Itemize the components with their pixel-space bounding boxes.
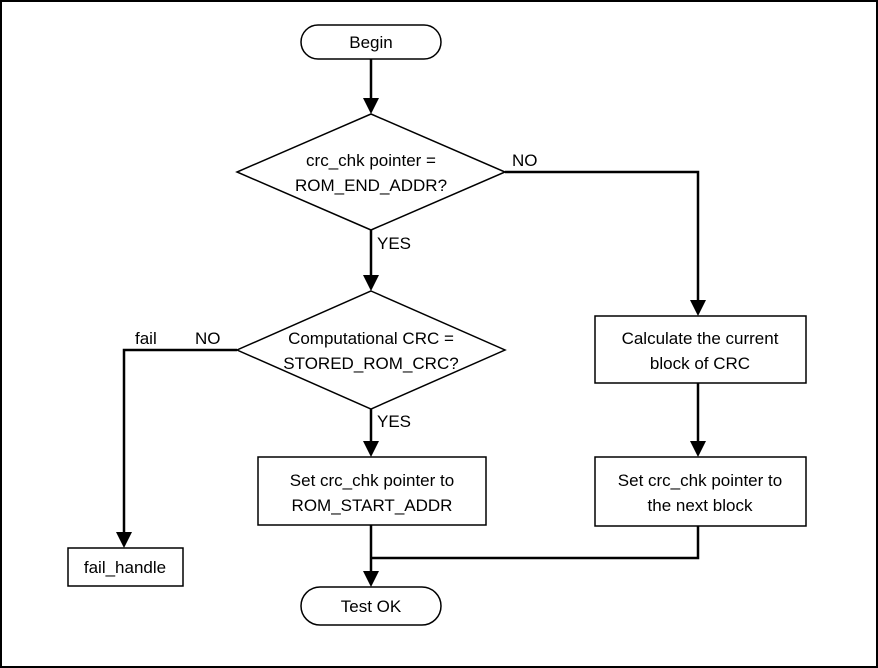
test-ok-label: Test OK [341, 597, 402, 616]
arrowhead-calc [690, 300, 706, 316]
decision-rom-end-line2: ROM_END_ADDR? [295, 176, 447, 195]
set-next-line2: the next block [648, 496, 753, 515]
arrowhead-set-start [363, 441, 379, 457]
edge-label-fail: fail [135, 329, 157, 348]
begin-label: Begin [349, 33, 392, 52]
arrowhead-test-ok [363, 571, 379, 587]
arrowhead-fail-handle [116, 532, 132, 548]
fail-handle-box: fail_handle [67, 547, 184, 587]
set-start-line1: Set crc_chk pointer to [290, 471, 454, 490]
edge-label-no-right: NO [512, 151, 538, 170]
set-start-process: Set crc_chk pointer to ROM_START_ADDR [257, 456, 487, 526]
calc-line2: block of CRC [650, 354, 750, 373]
set-next-process: Set crc_chk pointer to the next block [594, 456, 807, 527]
arrowhead-set-next [690, 441, 706, 457]
edge-set-next-to-join [371, 526, 700, 560]
decision-rom-end-line1: crc_chk pointer = [306, 151, 436, 170]
edge-label-yes-2: YES [377, 412, 411, 431]
set-start-line2: ROM_START_ADDR [292, 496, 453, 515]
set-next-line1: Set crc_chk pointer to [618, 471, 782, 490]
fail-handle-label: fail_handle [84, 558, 166, 577]
test-ok-terminator: Test OK [300, 586, 442, 626]
decision-crc-line2: STORED_ROM_CRC? [283, 354, 458, 373]
decision-crc-line1: Computational CRC = [288, 329, 454, 348]
arrowhead-decision-end [363, 98, 379, 114]
calc-block-process: Calculate the current block of CRC [594, 315, 807, 384]
edge-label-no-left: NO [195, 329, 221, 348]
arrowhead-decision-crc [363, 275, 379, 291]
edge-label-yes-1: YES [377, 234, 411, 253]
calc-line1: Calculate the current [622, 329, 779, 348]
begin-terminator: Begin [300, 24, 442, 60]
edge-no-to-fail-handle [122, 348, 237, 533]
edge-no-to-calc [505, 170, 700, 302]
decision-rom-end: crc_chk pointer = ROM_END_ADDR? [235, 113, 507, 231]
edges [116, 59, 706, 587]
decision-crc-match: Computational CRC = STORED_ROM_CRC? [235, 290, 507, 410]
